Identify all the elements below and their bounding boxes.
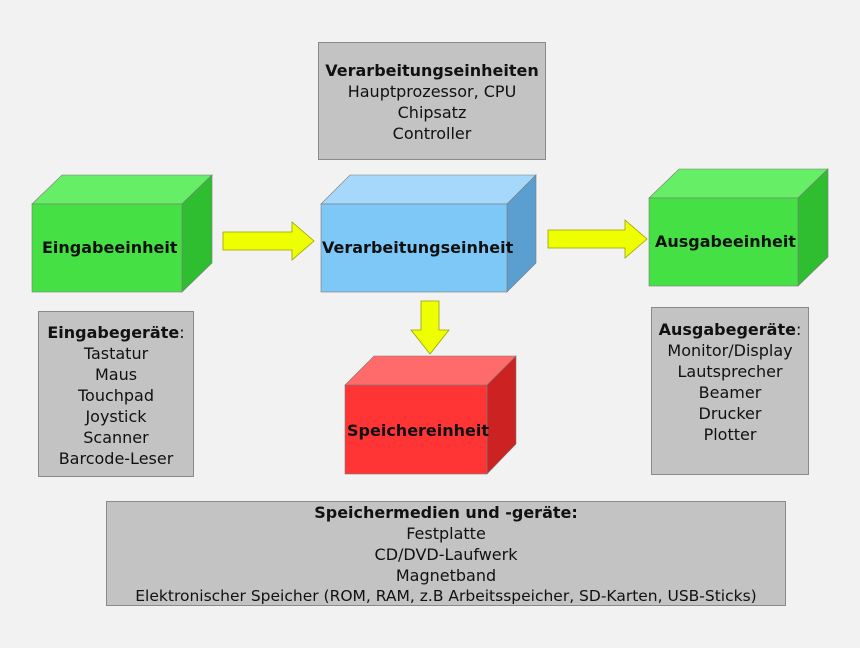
processing-cube-top — [320, 174, 537, 205]
output-device-item: Beamer — [698, 383, 762, 402]
input-cube-top — [31, 174, 213, 205]
processing-item: Hauptprozessor, CPU — [347, 82, 517, 101]
storage-media-box: Speichermedien und -geräte: Festplatte C… — [106, 501, 786, 606]
storage-media-item: Magnetband — [395, 566, 497, 585]
storage-media-item: Elektronischer Speicher (ROM, RAM, z.B A… — [135, 587, 757, 605]
processing-item: Controller — [392, 124, 472, 143]
storage-unit-label: Speichereinheit — [347, 421, 490, 440]
output-cube-front — [648, 197, 799, 287]
processing-item: Chipsatz — [397, 103, 467, 122]
output-devices-title: Ausgabegeräte — [658, 320, 796, 339]
input-device-item: Tastatur — [83, 344, 149, 363]
arrow-processing-to-storage — [410, 300, 450, 355]
output-unit-label: Ausgabeeinheit — [655, 232, 796, 251]
storage-cube-front — [344, 384, 488, 475]
storage-media-item: Festplatte — [406, 524, 486, 543]
processing-cube-front — [320, 203, 508, 293]
processing-units-box: Verarbeitungseinheiten Hauptprozessor, C… — [318, 42, 546, 160]
input-device-item: Scanner — [83, 428, 149, 447]
input-device-item: Joystick — [85, 407, 147, 426]
arrow-input-to-processing — [222, 221, 315, 261]
storage-media-item: CD/DVD-Laufwerk — [374, 545, 518, 564]
input-device-item: Barcode-Leser — [58, 449, 174, 468]
output-device-item: Drucker — [698, 404, 762, 423]
output-devices-box: Ausgabegeräte: Monitor/Display Lautsprec… — [651, 307, 809, 475]
input-unit-cube — [31, 174, 213, 293]
output-devices-heading: Ausgabegeräte: — [652, 319, 808, 340]
output-cube-top — [648, 168, 829, 199]
input-devices-heading: Eingabegeräte: — [39, 322, 193, 343]
output-devices-colon: : — [795, 320, 802, 339]
input-unit-label: Eingabeeinheit — [42, 238, 178, 257]
storage-cube-top — [344, 355, 517, 386]
input-devices-box: Eingabegeräte: Tastatur Maus Touchpad Jo… — [38, 311, 194, 477]
arrow-processing-to-output — [547, 219, 648, 259]
storage-unit-cube — [344, 355, 517, 475]
input-devices-colon: : — [179, 323, 185, 342]
output-device-item: Plotter — [703, 425, 757, 444]
input-devices-title: Eingabegeräte — [47, 323, 180, 342]
storage-media-title: Speichermedien und -geräte: — [314, 503, 578, 522]
processing-unit-cube — [320, 174, 537, 293]
processing-unit-label: Verarbeitungseinheit — [322, 238, 514, 257]
output-unit-cube — [648, 168, 829, 287]
processing-units-title: Verarbeitungseinheiten — [325, 61, 539, 80]
output-device-item: Monitor/Display — [667, 341, 793, 360]
input-device-item: Touchpad — [77, 386, 155, 405]
input-device-item: Maus — [94, 365, 138, 384]
output-device-item: Lautsprecher — [677, 362, 783, 381]
input-cube-front — [31, 203, 183, 293]
